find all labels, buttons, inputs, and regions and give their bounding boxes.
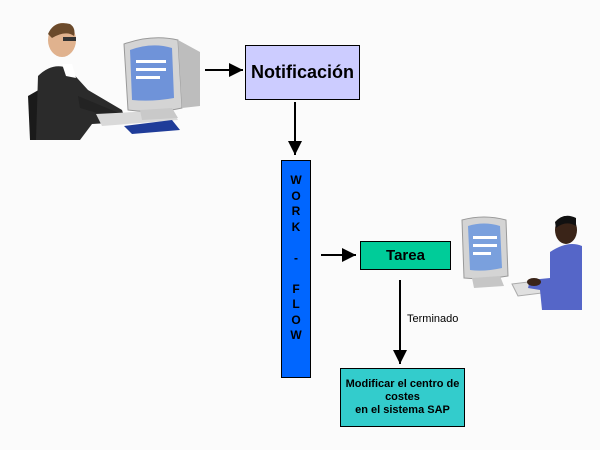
workflow-letter: W xyxy=(290,173,302,187)
workflow-letter: - xyxy=(294,250,298,265)
task-box: Tarea xyxy=(360,241,451,270)
workflow-letter: R xyxy=(291,204,301,218)
workflow-letter: L xyxy=(292,297,300,311)
workflow-letter: W xyxy=(290,328,302,342)
notification-label: Notificación xyxy=(250,62,354,82)
modify-label-line: costes xyxy=(385,391,420,403)
task-label: Tarea xyxy=(386,247,425,264)
notification-box: Notificación xyxy=(245,45,360,100)
workflow-letter: F xyxy=(292,281,300,296)
person-at-computer-illustration xyxy=(461,215,582,310)
workflow-letter: K xyxy=(291,219,301,234)
workflow-letter: O xyxy=(291,188,301,203)
finished-edge-label: Terminado xyxy=(407,313,459,325)
workflow-letter: O xyxy=(291,312,301,327)
modify-label-line: Modificar el centro de xyxy=(345,378,460,390)
man-at-computer-illustration xyxy=(28,23,200,140)
modify-label-line: en el sistema SAP xyxy=(355,404,450,416)
